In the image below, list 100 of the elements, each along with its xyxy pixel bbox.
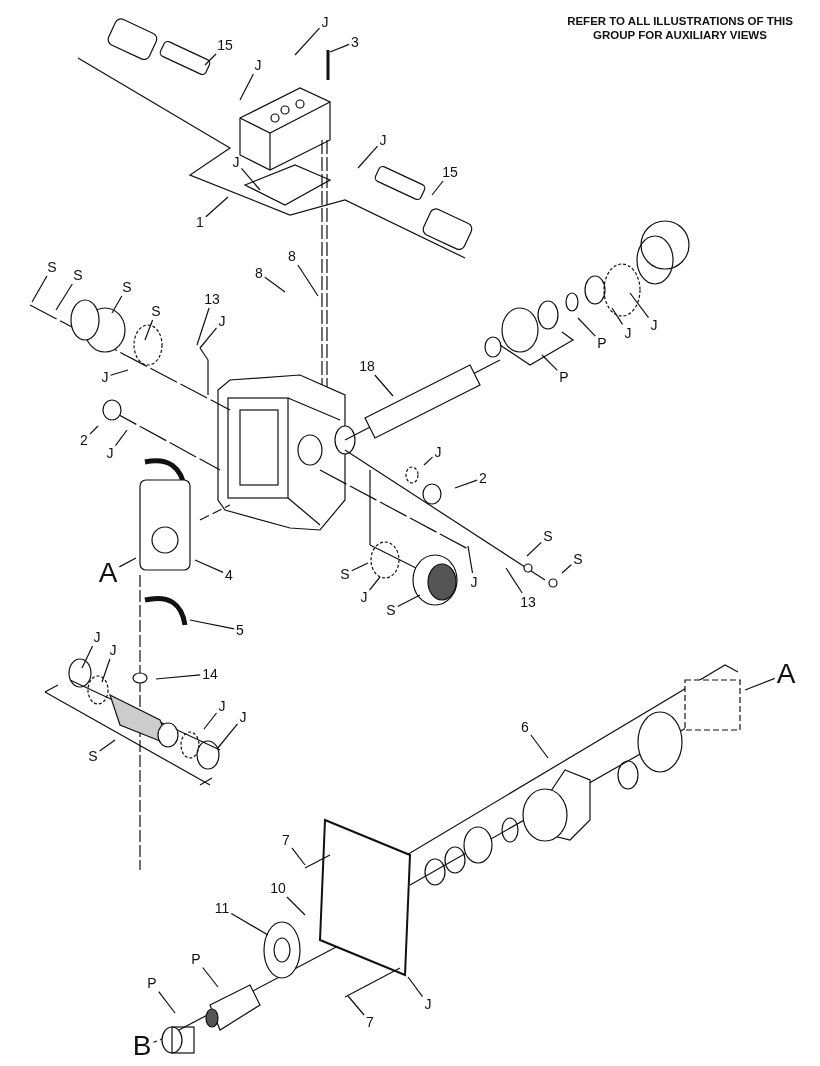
leader-line — [467, 545, 474, 574]
leader-line — [203, 712, 218, 730]
callout-label: P — [559, 370, 569, 384]
leader-line — [368, 576, 381, 591]
callout-label: J — [239, 710, 247, 724]
leader-line — [205, 196, 229, 218]
callout-label: S — [47, 260, 57, 274]
leader-line — [81, 645, 94, 669]
callout-label: J — [624, 326, 632, 340]
callout-label: J — [232, 155, 240, 169]
callout-label: S — [151, 304, 161, 318]
callout-label: J — [470, 575, 478, 589]
callout-label: J — [106, 446, 114, 460]
leader-line — [397, 594, 421, 608]
leader-line — [55, 283, 73, 311]
leader-line — [99, 739, 116, 752]
callout-label: J — [109, 643, 117, 657]
view-reference-letter: A — [98, 559, 118, 587]
leader-line — [541, 354, 558, 371]
note-text: REFER TO ALL ILLUSTRATIONS OF THIS GROUP FOR AUXILIARY VIEWS — [566, 14, 794, 43]
leader-line — [89, 425, 99, 435]
leader-line — [264, 276, 286, 293]
leader-line — [744, 677, 776, 691]
leader-line — [196, 307, 210, 346]
leader-line — [629, 292, 650, 319]
leader-line — [155, 674, 201, 680]
leader-line — [530, 734, 549, 759]
leader-line — [297, 264, 319, 297]
leader-line — [240, 167, 261, 191]
callout-label: J — [379, 133, 387, 147]
callout-label: 15 — [217, 38, 233, 52]
callout-label: J — [218, 699, 226, 713]
view-reference-letter: A — [776, 660, 796, 688]
callout-label: 5 — [236, 623, 244, 637]
leader-line — [526, 541, 542, 557]
leader-line — [351, 562, 369, 572]
callout-label: J — [650, 318, 658, 332]
callout-label: 8 — [255, 266, 263, 280]
leader-line — [286, 896, 306, 916]
leader-line — [505, 567, 523, 594]
callout-label: 11 — [214, 901, 230, 915]
leader-line — [109, 369, 129, 376]
leader-line — [239, 73, 254, 101]
callout-label: 4 — [225, 568, 233, 582]
leader-line — [454, 479, 478, 489]
callout-label: 14 — [202, 667, 218, 681]
callout-label: P — [597, 336, 607, 350]
callout-label: 1 — [196, 215, 204, 229]
view-reference-letter: B — [132, 1032, 152, 1060]
leader-line — [431, 180, 444, 196]
leader-line — [347, 995, 365, 1016]
leader-line — [158, 991, 176, 1014]
callout-label: 15 — [442, 165, 458, 179]
leader-line — [118, 557, 137, 568]
callout-label: J — [254, 58, 262, 72]
leader-line — [101, 658, 111, 683]
leader-line — [111, 295, 123, 314]
callout-label: S — [386, 603, 396, 617]
callout-label: P — [147, 976, 157, 990]
callout-label: 13 — [520, 595, 536, 609]
leader-line — [294, 27, 321, 56]
leader-line — [407, 976, 424, 998]
callout-label: J — [321, 15, 329, 29]
leader-line — [204, 53, 217, 66]
leader-line — [189, 619, 235, 630]
callout-label: S — [573, 552, 583, 566]
leader-line — [291, 847, 306, 866]
callout-label: S — [340, 567, 350, 581]
leader-line — [230, 912, 269, 936]
leader-line — [199, 327, 218, 349]
leader-line — [561, 564, 572, 574]
leader-line — [423, 456, 434, 466]
callout-label: J — [101, 370, 109, 384]
leader-line — [611, 307, 624, 325]
callout-label: J — [424, 997, 432, 1011]
callout-label: S — [73, 268, 83, 282]
leader-line — [329, 43, 350, 53]
callout-label: J — [434, 445, 442, 459]
callout-label: J — [93, 630, 101, 644]
callout-label: 8 — [288, 249, 296, 263]
callout-label: 7 — [282, 833, 290, 847]
leader-line — [374, 374, 394, 397]
leader-line — [577, 317, 596, 337]
callout-label: J — [218, 314, 226, 328]
leader-line — [202, 966, 219, 988]
leader-line — [31, 275, 48, 303]
callout-label: S — [88, 749, 98, 763]
callout-label: 13 — [204, 292, 220, 306]
callout-label: 6 — [521, 720, 529, 734]
leader-line — [357, 145, 379, 169]
leader-line — [144, 319, 154, 341]
callout-label: J — [360, 590, 368, 604]
callout-label: 3 — [351, 35, 359, 49]
callout-label: S — [122, 280, 132, 294]
callout-label: 10 — [270, 881, 286, 895]
callout-label: P — [191, 952, 201, 966]
callout-label: 2 — [479, 471, 487, 485]
leader-line — [152, 1040, 158, 1043]
callout-label: 7 — [366, 1015, 374, 1029]
leader-line — [216, 723, 239, 750]
